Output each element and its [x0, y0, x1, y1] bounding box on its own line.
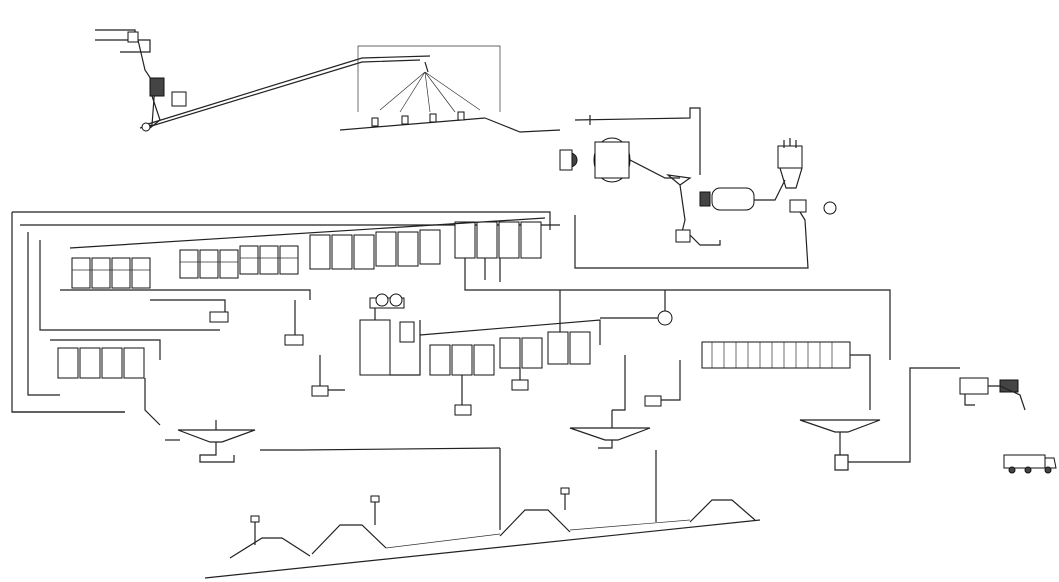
- mill-sump: [676, 230, 690, 242]
- jaw-crusher: [150, 78, 164, 96]
- sump-pump-line: [690, 235, 720, 245]
- conc-storage: [960, 378, 988, 394]
- truck-wheel: [1025, 467, 1031, 473]
- scavenger-cell: [430, 345, 450, 375]
- filter-sump: [645, 396, 661, 406]
- column-sump: [312, 386, 328, 396]
- rougher-cells-3: [240, 246, 298, 274]
- thickener-2-underflow: [598, 440, 612, 448]
- return-line-2: [28, 232, 60, 395]
- scavenger-cell: [452, 345, 472, 375]
- regrind-cyclone-2: [390, 294, 402, 306]
- thickener-3: [800, 368, 960, 470]
- thickener-2: [570, 355, 650, 448]
- pond-surface-2: [570, 520, 690, 530]
- decant-tower-1: [251, 516, 259, 522]
- cyclone-sump: [790, 200, 806, 212]
- loadout-section: [960, 378, 1056, 473]
- thickener-3-tank: [800, 420, 880, 432]
- decant-tower-2: [371, 496, 379, 502]
- truck-wheel: [1045, 467, 1051, 473]
- truck-body: [1004, 455, 1045, 468]
- thickener-1: [165, 420, 300, 462]
- scavenger-cell: [500, 338, 520, 368]
- distributor: [658, 311, 672, 325]
- cell-discharge-lines: [485, 258, 500, 282]
- ore-feed-section: [95, 30, 430, 131]
- sampler: [824, 202, 836, 214]
- decant-tower-3: [561, 488, 569, 494]
- tailings-header: [300, 448, 500, 450]
- cleaner-cell: [58, 348, 78, 378]
- grinding-section: [560, 108, 836, 268]
- dam-wall-1: [230, 538, 310, 558]
- regrind-cyclone-1: [376, 294, 388, 306]
- scavenger-cell: [474, 345, 494, 375]
- thickener-2-feed-line: [612, 355, 625, 410]
- cyclone-cone: [780, 168, 802, 188]
- tail-pulley: [142, 123, 150, 131]
- tailings-sump-1: [210, 312, 228, 322]
- mill-discharge-screen: [668, 175, 690, 185]
- storage-discharge: [965, 394, 975, 405]
- filtrate-line: [850, 355, 870, 410]
- rougher-cells-2: [180, 250, 238, 278]
- rougher-cells-4: [310, 230, 440, 269]
- thickener-1-tank: [178, 430, 255, 442]
- screen-unit: [172, 92, 186, 106]
- cleaner-cell: [102, 348, 122, 378]
- truck-cab: [1045, 458, 1056, 468]
- tailings-dam: [205, 448, 760, 578]
- left-return-line: [12, 212, 125, 412]
- mill-feed-conveyor: [485, 118, 560, 132]
- center-section: [312, 294, 420, 396]
- distributor-lines: [600, 290, 665, 318]
- scavenger-cell: [522, 338, 542, 368]
- dam-wall-3: [500, 510, 570, 536]
- mill-feed-pipe: [575, 108, 700, 175]
- feed-hopper-outline: [95, 30, 150, 52]
- cyclone-overflow-to-flotation: [575, 212, 808, 268]
- stockpile-drop: [425, 62, 428, 72]
- pond-surface-1: [386, 534, 500, 548]
- thickener-2-tank: [570, 428, 650, 440]
- rougher-cells-1: [72, 258, 150, 288]
- thickener-3-underflow: [835, 432, 848, 470]
- tailings-line-1: [60, 290, 310, 300]
- dam-wall-2: [312, 525, 386, 554]
- scavenger-bank: [420, 290, 600, 415]
- flotation-top-bank: [12, 212, 890, 412]
- feed-bin: [128, 32, 138, 42]
- filtration-section: [600, 290, 870, 410]
- dam-wall-4: [690, 500, 755, 522]
- ball-mill-discharge: [754, 180, 785, 200]
- ball-mill-motor: [700, 192, 710, 206]
- sag-mill-shell: [595, 142, 629, 178]
- cleaner-tail-line: [145, 378, 160, 425]
- truck-wheel: [1009, 467, 1015, 473]
- cleaner-cell: [124, 348, 144, 378]
- stockpile-slopes: [380, 72, 480, 112]
- stockpile-section: [340, 46, 560, 132]
- cleaner-bank-left: [12, 340, 160, 425]
- mill-drive: [560, 150, 572, 170]
- tailings-sump-2: [285, 335, 303, 345]
- scavenger-sump-2: [512, 380, 528, 390]
- regrind-sump: [400, 322, 414, 342]
- column-cell: [360, 320, 390, 375]
- ground-slope: [205, 520, 760, 578]
- column-tail-line: [320, 355, 345, 390]
- water-return-line: [848, 368, 960, 462]
- scavenger-cell: [548, 332, 568, 364]
- thickener-1-underflow: [200, 442, 234, 462]
- scavenger-cell: [570, 332, 590, 364]
- rougher-cells-5: [455, 222, 541, 258]
- cleaner-cell: [80, 348, 100, 378]
- ball-mill: [712, 188, 754, 210]
- scavenger-sump-1: [455, 405, 471, 415]
- filter-feed-line: [650, 360, 680, 400]
- cyclone-cluster: [778, 146, 802, 168]
